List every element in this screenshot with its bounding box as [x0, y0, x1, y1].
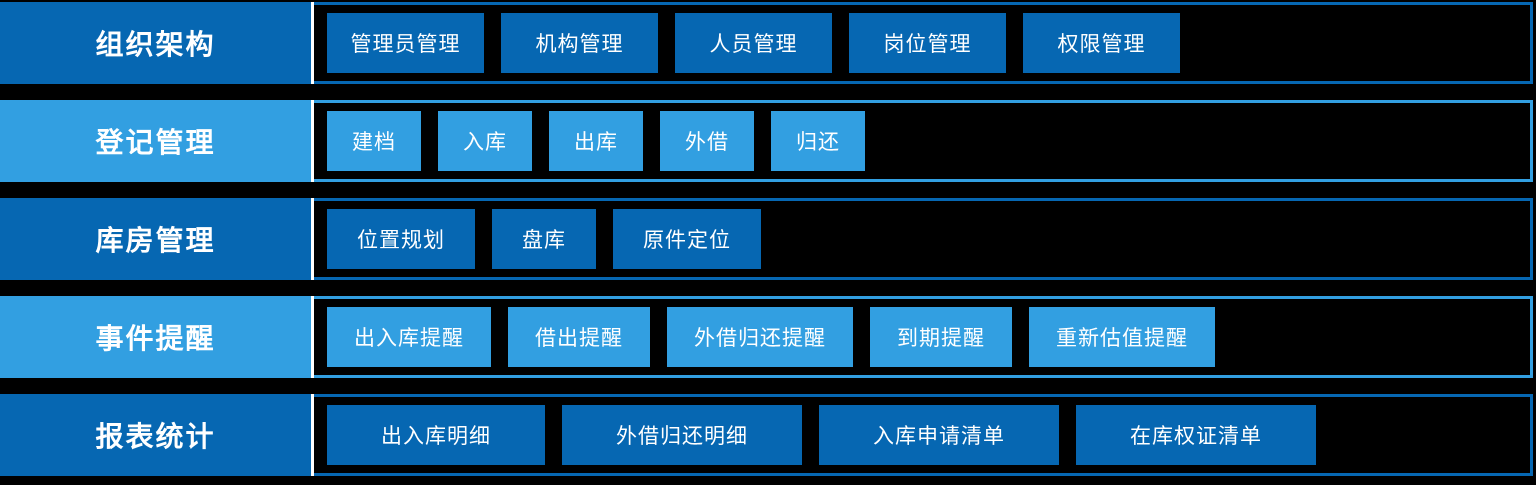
row-label: 事件提醒: [0, 296, 311, 378]
module-button[interactable]: 重新估值提醒: [1029, 307, 1215, 367]
row-separator-divider: [311, 296, 314, 378]
module-button[interactable]: 借出提醒: [508, 307, 650, 367]
module-button[interactable]: 原件定位: [613, 209, 761, 269]
module-button[interactable]: 管理员管理: [327, 13, 484, 73]
module-button[interactable]: 盘库: [492, 209, 596, 269]
module-row: 登记管理 建档入库出库外借归还: [0, 100, 1533, 182]
row-items: 出入库明细外借归还明细入库申请清单在库权证清单: [314, 397, 1530, 473]
module-button[interactable]: 权限管理: [1023, 13, 1180, 73]
row-label: 库房管理: [0, 198, 311, 280]
module-button[interactable]: 出库: [549, 111, 643, 171]
module-button[interactable]: 岗位管理: [849, 13, 1006, 73]
module-row: 事件提醒 出入库提醒借出提醒外借归还提醒到期提醒重新估值提醒: [0, 296, 1533, 378]
row-label-text: 库房管理: [95, 224, 216, 257]
module-button[interactable]: 人员管理: [675, 13, 832, 73]
row-label-text: 事件提醒: [95, 322, 216, 355]
row-separator-divider: [311, 2, 314, 84]
module-button[interactable]: 入库申请清单: [819, 405, 1059, 465]
row-separator-divider: [311, 100, 314, 182]
row-label-text: 登记管理: [95, 126, 216, 159]
row-label-text: 报表统计: [95, 420, 216, 453]
row-label: 报表统计: [0, 394, 311, 476]
module-button[interactable]: 机构管理: [501, 13, 658, 73]
module-button[interactable]: 归还: [771, 111, 865, 171]
module-button[interactable]: 出入库明细: [327, 405, 545, 465]
module-button[interactable]: 位置规划: [327, 209, 475, 269]
row-label-text: 组织架构: [95, 28, 216, 61]
module-button[interactable]: 外借归还提醒: [667, 307, 853, 367]
module-button[interactable]: 建档: [327, 111, 421, 171]
row-items: 位置规划盘库原件定位: [314, 201, 1530, 277]
module-button[interactable]: 外借归还明细: [562, 405, 802, 465]
module-row: 组织架构 管理员管理机构管理人员管理岗位管理权限管理: [0, 2, 1533, 84]
row-items: 出入库提醒借出提醒外借归还提醒到期提醒重新估值提醒: [314, 299, 1530, 375]
module-button[interactable]: 出入库提醒: [327, 307, 491, 367]
row-items: 管理员管理机构管理人员管理岗位管理权限管理: [314, 5, 1530, 81]
module-row: 报表统计 出入库明细外借归还明细入库申请清单在库权证清单: [0, 394, 1533, 476]
module-button[interactable]: 入库: [438, 111, 532, 171]
module-button[interactable]: 到期提醒: [870, 307, 1012, 367]
row-separator-divider: [311, 198, 314, 280]
row-label: 组织架构: [0, 2, 311, 84]
row-label: 登记管理: [0, 100, 311, 182]
row-items: 建档入库出库外借归还: [314, 103, 1530, 179]
module-row: 库房管理 位置规划盘库原件定位: [0, 198, 1533, 280]
module-button[interactable]: 在库权证清单: [1076, 405, 1316, 465]
module-button[interactable]: 外借: [660, 111, 754, 171]
row-separator-divider: [311, 394, 314, 476]
